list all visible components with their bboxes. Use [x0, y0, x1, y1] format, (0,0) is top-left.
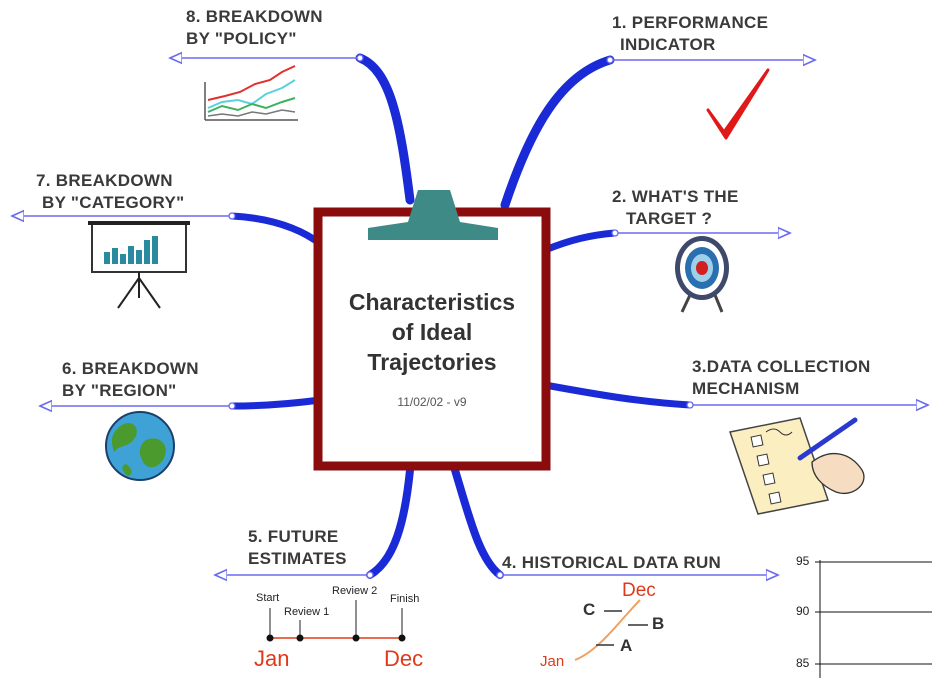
branch-7-line-2: BY "CATEGORY" — [42, 193, 185, 212]
branch-3-line-1: 3.DATA COLLECTION — [692, 357, 871, 376]
presentation-board-icon — [88, 221, 190, 309]
branch-5-line-2: ESTIMATES — [248, 549, 347, 568]
globe-icon — [105, 411, 175, 481]
branch-7-line-1: 7. BREAKDOWN — [36, 171, 173, 190]
branch-label-future-estimates: 5. FUTURE ESTIMATES — [248, 526, 347, 570]
checklist-hand-icon — [729, 417, 865, 515]
timeline-end-month: Dec — [384, 646, 424, 671]
branch-lines — [12, 58, 928, 575]
branch-8-line-1: 8. BREAKDOWN — [186, 7, 323, 26]
branch-1-line-1: 1. PERFORMANCE — [612, 13, 769, 32]
branch-3-line-2: MECHANISM — [692, 379, 800, 398]
target-icon — [675, 236, 729, 313]
tick-95: 95 — [796, 554, 810, 568]
historical-dec: Dec — [622, 580, 656, 601]
branch-label-region: 6. BREAKDOWN BY "REGION" — [62, 358, 199, 402]
branch-6-line-2: BY "REGION" — [62, 381, 177, 400]
branch-label-performance-indicator: 1. PERFORMANCE INDICATOR — [612, 12, 768, 56]
clipboard — [313, 190, 551, 471]
center-title-line-3: Trajectories — [367, 349, 497, 375]
timeline — [266, 600, 406, 642]
milestone-finish: Finish — [390, 593, 420, 605]
milestone-start: Start — [256, 592, 280, 604]
line-chart-icon — [204, 65, 298, 121]
center-title: Characteristics of Ideal Trajectories — [322, 287, 542, 377]
branch-1-line-2: INDICATOR — [620, 35, 716, 54]
clipboard-clip-icon — [368, 190, 498, 240]
branch-2-line-2: TARGET ? — [626, 209, 713, 228]
historical-c: C — [583, 600, 596, 619]
branch-label-historical-data-run: 4. HISTORICAL DATA RUN — [502, 552, 721, 574]
chart-fragment — [815, 560, 932, 678]
branch-label-policy: 8. BREAKDOWN BY "POLICY" — [186, 6, 323, 50]
center-title-line-1: Characteristics — [348, 289, 516, 315]
center-subtitle: 11/02/02 - v9 — [397, 395, 467, 409]
branch-2-line-1: 2. WHAT'S THE — [612, 187, 739, 206]
milestone-review-2: Review 2 — [332, 585, 378, 597]
branch-4-line-1: 4. HISTORICAL DATA RUN — [502, 553, 722, 572]
branch-nodes — [228, 54, 694, 579]
historical-a: A — [620, 636, 633, 655]
tick-85: 85 — [796, 656, 810, 670]
branch-8-line-2: BY "POLICY" — [186, 29, 297, 48]
tick-90: 90 — [796, 604, 810, 618]
branch-5-line-1: 5. FUTURE — [248, 527, 339, 546]
historical-b: B — [652, 614, 665, 633]
checkmark-icon — [706, 68, 770, 140]
timeline-start-month: Jan — [254, 646, 290, 671]
center-title-line-2: of Ideal — [391, 319, 473, 345]
branch-label-data-collection: 3.DATA COLLECTION MECHANISM — [692, 356, 871, 400]
branch-label-target: 2. WHAT'S THE TARGET ? — [612, 186, 739, 230]
branch-curves — [228, 53, 694, 579]
historical-jan: Jan — [540, 653, 565, 670]
milestone-review-1: Review 1 — [284, 606, 330, 618]
branch-label-category: 7. BREAKDOWN BY "CATEGORY" — [36, 170, 185, 214]
branch-6-line-1: 6. BREAKDOWN — [62, 359, 199, 378]
historical-run-diagram — [574, 599, 648, 661]
